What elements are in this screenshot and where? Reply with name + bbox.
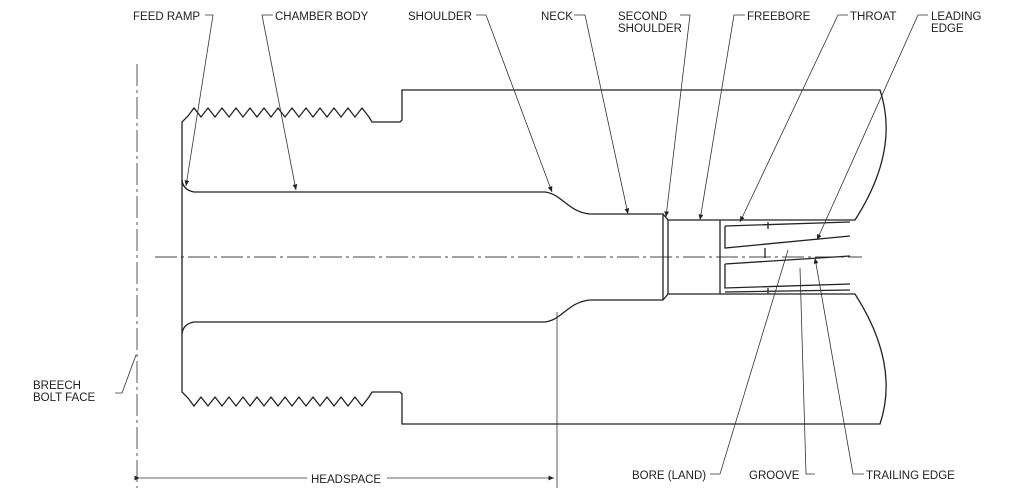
label-leading-edge: LEADING <box>931 11 982 23</box>
label-feed-ramp: FEED RAMP <box>133 11 200 23</box>
label-trailing-edge: TRAILING EDGE <box>866 470 955 482</box>
barrel-section-bottom <box>181 293 887 425</box>
label-throat: THROAT <box>850 11 896 23</box>
rifling <box>724 221 851 294</box>
leaders <box>115 14 928 475</box>
label-neck: NECK <box>541 11 573 23</box>
label-chamber-body: CHAMBER BODY <box>275 11 369 23</box>
label-freebore: FREEBORE <box>747 11 811 23</box>
label-bolt-face: BOLT FACE <box>33 392 96 404</box>
label-second-shoulder-2: SHOULDER <box>618 23 682 35</box>
label-second-shoulder: SECOND <box>618 11 667 23</box>
label-headspace: HEADSPACE <box>311 474 381 486</box>
label-bore-land: BORE (LAND) <box>632 470 706 482</box>
barrel-section-top <box>181 89 887 221</box>
label-groove: GROOVE <box>749 470 800 482</box>
label-shoulder: SHOULDER <box>408 11 472 23</box>
label-breech: BREECH <box>33 380 81 392</box>
label-leading-edge-2: EDGE <box>931 23 964 35</box>
